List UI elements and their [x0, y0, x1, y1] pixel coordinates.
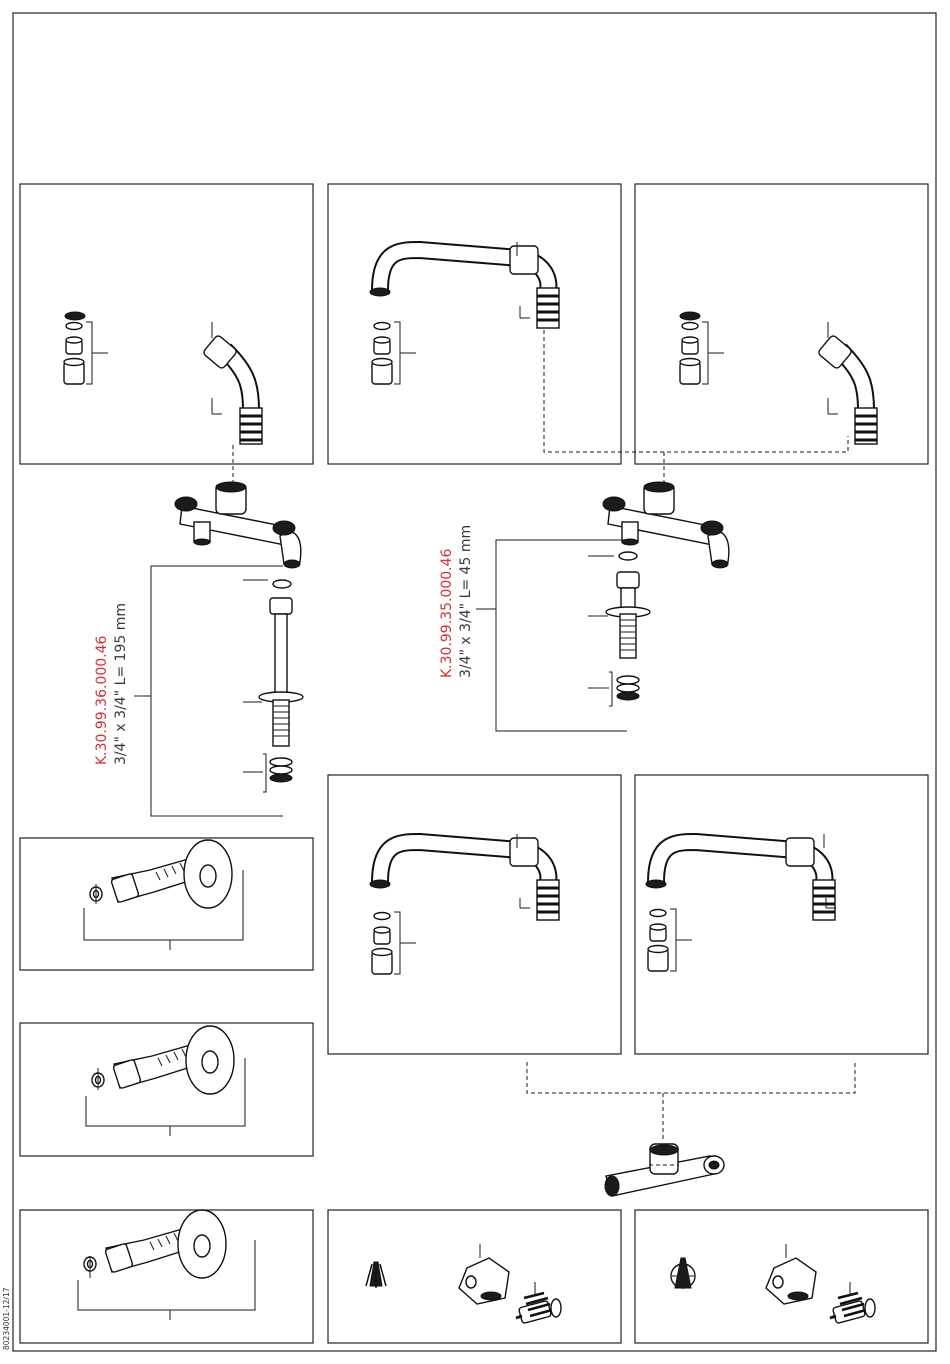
panel-flat-spout-b [328, 775, 621, 1054]
swivel-spout-icon [370, 838, 559, 920]
swivel-spout-icon [646, 838, 835, 920]
seal-stack-icon [372, 912, 416, 974]
extension-pipe-right [476, 540, 650, 731]
part-code-right: K.30.99.35.000.46 [439, 548, 455, 678]
aerator-icon [671, 1258, 695, 1288]
handle-icon [766, 1258, 816, 1304]
washer-icon [619, 552, 637, 560]
panel-angled-spout-b [635, 184, 928, 464]
panel-flat-spout-a [328, 184, 621, 464]
mixer-body-icon [175, 482, 301, 568]
part-code-left: K.30.99.36.000.46 [94, 635, 110, 765]
panel-wall-connector-b [20, 1023, 313, 1156]
panel-angled-spout-a [20, 184, 313, 464]
seal-stack-icon [372, 322, 416, 384]
nut-icon [617, 572, 639, 588]
panel-wall-connector-c [20, 1210, 313, 1343]
part-spec-left: 3/4" x 3/4" L= 195 mm [113, 603, 129, 765]
seal-stack-icon [64, 322, 108, 384]
part-spec-right: 3/4" x 3/4" L= 45 mm [458, 525, 474, 678]
swivel-spout-icon [370, 246, 559, 328]
seal-stack-icon [680, 322, 724, 384]
wall-connector-icon [84, 1210, 226, 1278]
cartridge-icon [830, 1293, 875, 1324]
extension-pipe-left [134, 566, 303, 816]
mixer-body-icon [605, 1144, 724, 1196]
seal-stack-icon [648, 909, 692, 971]
aerator-icon [366, 1262, 386, 1288]
panel-flat-spout-c [635, 775, 928, 1054]
nut-icon [270, 598, 292, 614]
panel-wall-connector-a [20, 838, 313, 970]
cartridge-icon [516, 1293, 561, 1324]
washer-icon [273, 580, 291, 588]
swivel-spout-icon [65, 254, 262, 444]
document-number: 80234001-12/17 [2, 1287, 11, 1350]
handle-icon [459, 1258, 509, 1304]
wall-connector-icon [92, 1026, 234, 1094]
wall-connector-icon [90, 840, 232, 908]
swivel-spout-icon [680, 254, 877, 444]
